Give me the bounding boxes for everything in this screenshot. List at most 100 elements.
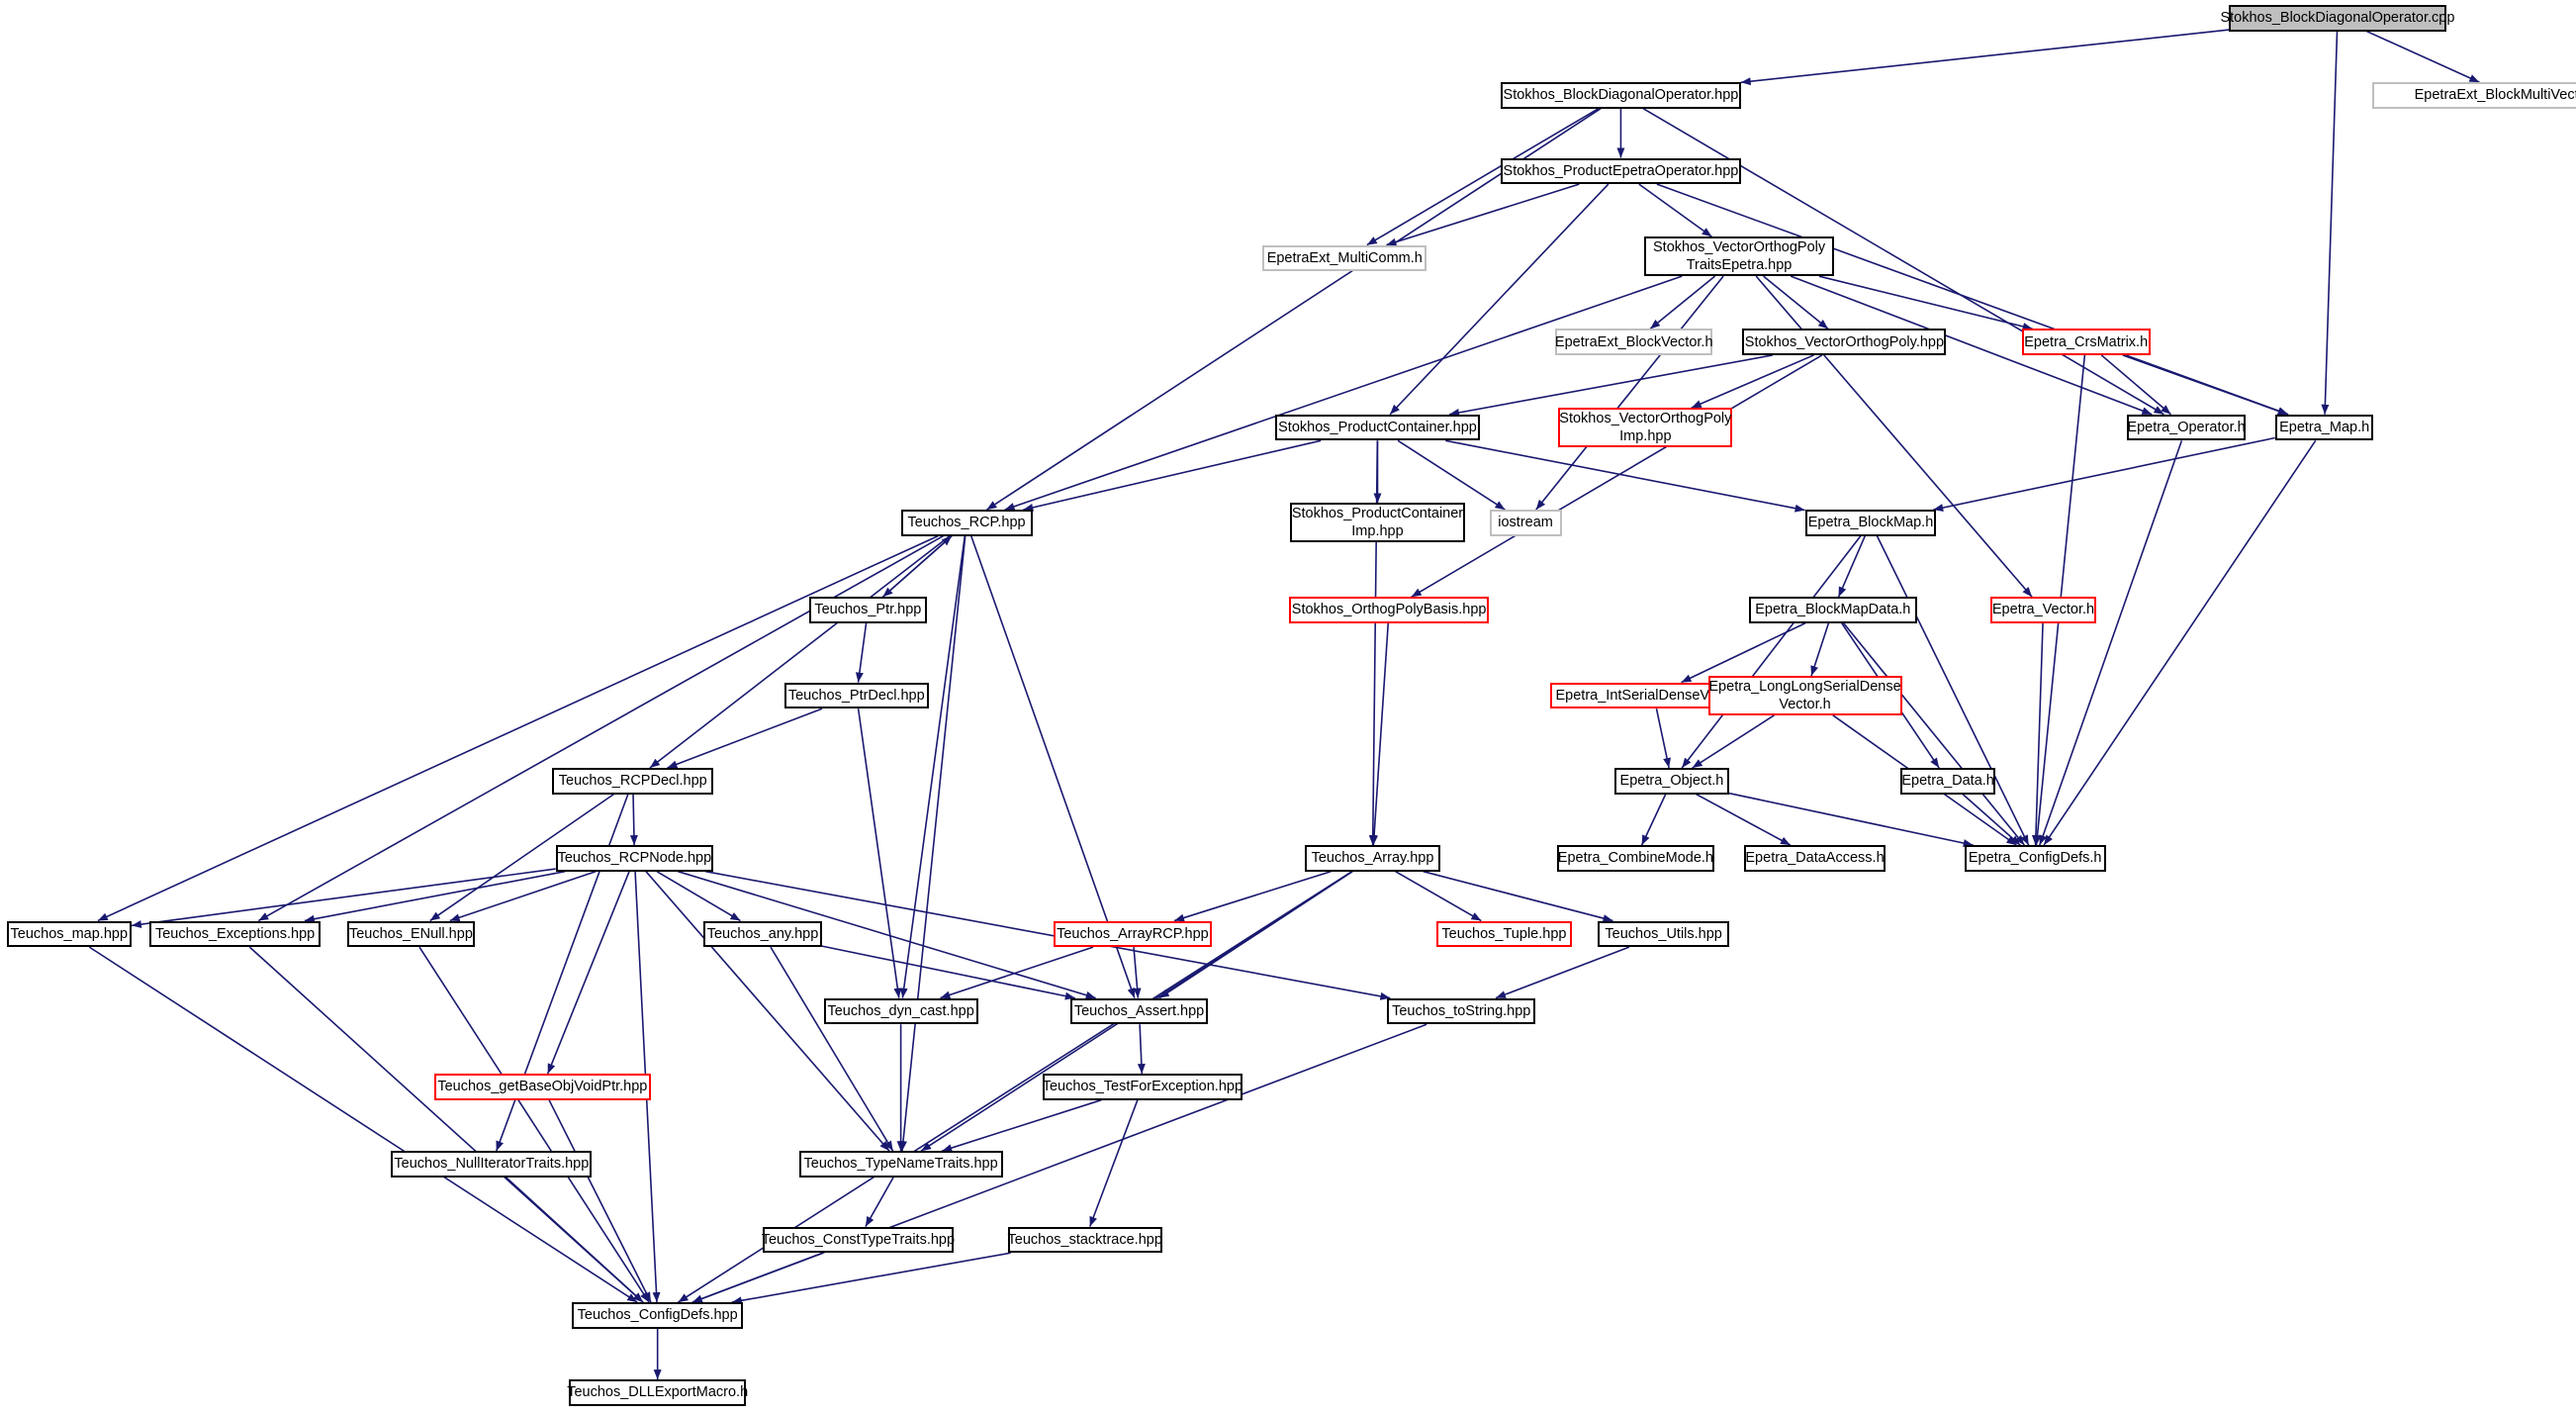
edge-enull-hpp-to-tconfig-hpp: [418, 946, 650, 1303]
node-pc-hpp[interactable]: Stokhos_ProductContainer.hpp: [1275, 414, 1480, 441]
edge-opb-hpp-to-array-hpp: [1370, 622, 1390, 846]
node-blockvector-h[interactable]: EpetraExt_BlockVector.h: [1555, 329, 1713, 355]
edge-vector-h-to-configdefs-h: [2031, 622, 2044, 846]
edge-array-hpp-to-tuple-hpp: [1395, 871, 1482, 922]
edge-bmd-h-to-llsdv-h: [1810, 622, 1830, 677]
node-ptr-hpp[interactable]: Teuchos_Ptr.hpp: [808, 597, 928, 623]
edge-vop-epetra-to-blockvector-h: [1649, 275, 1716, 330]
edge-object-h-to-configdefs-h: [1728, 792, 1974, 847]
node-exceptions-hpp[interactable]: Teuchos_Exceptions.hpp: [149, 920, 322, 948]
edge-rcpnode-hpp-to-getbase-hpp: [546, 871, 630, 1075]
edge-ptrdecl-hpp-to-rcpdecl-hpp: [667, 707, 823, 769]
edge-getbase-hpp-to-tconfig-hpp: [548, 1099, 652, 1303]
node-llsdv-h[interactable]: Epetra_LongLongSerialDense Vector.h: [1707, 675, 1902, 715]
edge-arrayrcp-hpp-to-assert-hpp: [1133, 947, 1142, 998]
edge-any-hpp-to-tnt-hpp: [770, 946, 894, 1152]
node-crsmatrix-h[interactable]: Epetra_CrsMatrix.h: [2021, 329, 2151, 355]
node-vop-epetra[interactable]: Stokhos_VectorOrthogPoly TraitsEpetra.hp…: [1643, 236, 1835, 277]
edge-tostring-hpp-to-tconfig-hpp: [691, 1023, 1427, 1303]
edge-vop-epetra-to-operator-h: [1790, 275, 2153, 416]
edge-root-to-map-h: [2321, 31, 2339, 415]
node-blockmap-h[interactable]: Epetra_BlockMap.h: [1804, 510, 1937, 536]
node-iostream[interactable]: iostream: [1489, 510, 1562, 536]
edge-blockmap-h-to-configdefs-h: [1876, 535, 2030, 846]
edge-pep-hpp-to-multicomm-h: [1386, 183, 1580, 246]
edge-root-to-bmv-h: [2366, 30, 2480, 83]
edge-vop-epetra-to-vector-h: [1755, 275, 2033, 598]
edge-operator-h-to-configdefs-h: [2039, 440, 2183, 846]
edge-map-h-to-configdefs-h: [2043, 439, 2317, 846]
node-stacktrace-hpp[interactable]: Teuchos_stacktrace.hpp: [1008, 1226, 1162, 1254]
node-map-h[interactable]: Epetra_Map.h: [2274, 414, 2374, 441]
edge-object-h-to-dataaccess-h: [1696, 793, 1792, 846]
node-map-hpp[interactable]: Teuchos_map.hpp: [6, 920, 132, 948]
node-bdo-hpp[interactable]: Stokhos_BlockDiagonalOperator.hpp: [1501, 82, 1741, 109]
edge-bdo-hpp-to-rcp-hpp: [985, 108, 1602, 511]
node-any-hpp[interactable]: Teuchos_any.hpp: [703, 920, 822, 948]
node-configdefs-h[interactable]: Epetra_ConfigDefs.h: [1964, 845, 2106, 872]
edge-rcp-hpp-to-tnt-hpp: [899, 535, 966, 1152]
edge-arrayrcp-hpp-to-dyncast-hpp: [940, 946, 1094, 999]
node-dataaccess-h[interactable]: Epetra_DataAccess.h: [1744, 845, 1886, 872]
edge-pep-hpp-to-pc-hpp: [1389, 183, 1610, 416]
node-rcpnode-hpp[interactable]: Teuchos_RCPNode.hpp: [555, 845, 714, 872]
node-utils-hpp[interactable]: Teuchos_Utils.hpp: [1598, 920, 1730, 948]
node-tuple-hpp[interactable]: Teuchos_Tuple.hpp: [1436, 920, 1572, 948]
node-pep-hpp[interactable]: Stokhos_ProductEpetraOperator.hpp: [1501, 157, 1741, 185]
edge-ptr-hpp-to-ptrdecl-hpp: [855, 622, 868, 683]
node-rcp-hpp[interactable]: Teuchos_RCP.hpp: [900, 510, 1033, 536]
edge-crsmatrix-h-to-operator-h: [2100, 354, 2171, 416]
node-assert-hpp[interactable]: Teuchos_Assert.hpp: [1069, 997, 1209, 1025]
edge-bmd-h-to-isdv-h: [1681, 622, 1806, 684]
node-enull-hpp[interactable]: Teuchos_ENull.hpp: [346, 920, 476, 948]
node-combinemode-h[interactable]: Epetra_CombineMode.h: [1556, 845, 1715, 872]
edge-tnt-hpp-to-ctt-hpp: [865, 1177, 894, 1228]
edge-llsdv-h-to-object-h: [1692, 714, 1775, 769]
node-bmv-h[interactable]: EpetraExt_BlockMultiVector.h: [2371, 82, 2576, 109]
edge-blockmap-h-to-object-h: [1681, 535, 1862, 769]
edge-pep-hpp-to-vop-epetra: [1638, 183, 1712, 237]
edge-rcpnode-hpp-to-enull-hpp: [449, 870, 597, 922]
node-dll-h[interactable]: Teuchos_DLLExportMacro.h: [567, 1379, 748, 1406]
node-vop-imp[interactable]: Stokhos_VectorOrthogPoly Imp.hpp: [1558, 408, 1733, 447]
edge-rcpnode-hpp-to-tostring-hpp: [705, 870, 1391, 1000]
node-opb-hpp[interactable]: Stokhos_OrthogPolyBasis.hpp: [1288, 597, 1490, 623]
node-data-h[interactable]: Epetra_Data.h: [1899, 768, 1996, 795]
node-tostring-hpp[interactable]: Teuchos_toString.hpp: [1387, 997, 1536, 1025]
edge-pc-hpp-to-array-hpp: [1368, 440, 1379, 846]
edge-rcp-hpp-to-map-hpp: [97, 534, 939, 922]
edge-vop-hpp-to-pc-hpp: [1448, 354, 1773, 417]
node-root[interactable]: Stokhos_BlockDiagonalOperator.cpp: [2220, 4, 2454, 32]
node-object-h[interactable]: Epetra_Object.h: [1613, 768, 1730, 795]
edge-rcpnode-hpp-to-assert-hpp: [678, 870, 1096, 999]
node-nit-hpp[interactable]: Teuchos_NullIteratorTraits.hpp: [391, 1151, 593, 1178]
edge-vop-epetra-to-crsmatrix-h: [1818, 275, 2033, 330]
node-bmd-h[interactable]: Epetra_BlockMapData.h: [1749, 597, 1917, 623]
node-ptrdecl-hpp[interactable]: Teuchos_PtrDecl.hpp: [783, 682, 929, 709]
node-arrayrcp-hpp[interactable]: Teuchos_ArrayRCP.hpp: [1054, 920, 1212, 948]
edge-isdv-h-to-object-h: [1655, 708, 1671, 769]
node-rcpdecl-hpp[interactable]: Teuchos_RCPDecl.hpp: [552, 768, 714, 795]
node-tconfig-hpp[interactable]: Teuchos_ConfigDefs.hpp: [572, 1302, 744, 1329]
node-tnt-hpp[interactable]: Teuchos_TypeNameTraits.hpp: [798, 1151, 1003, 1178]
node-operator-h[interactable]: Epetra_Operator.h: [2127, 414, 2246, 441]
edge-rcpnode-hpp-to-map-hpp: [131, 868, 556, 929]
node-multicomm-h[interactable]: EpetraExt_MultiComm.h: [1262, 244, 1427, 272]
node-vop-hpp[interactable]: Stokhos_VectorOrthogPoly.hpp: [1742, 329, 1947, 355]
node-array-hpp[interactable]: Teuchos_Array.hpp: [1305, 845, 1440, 872]
node-vector-h[interactable]: Epetra_Vector.h: [1990, 597, 2096, 623]
edge-root-to-bdo-hpp: [1740, 29, 2230, 86]
edge-array-hpp-to-arrayrcp-hpp: [1173, 870, 1332, 922]
edge-any-hpp-to-assert-hpp: [821, 945, 1075, 1000]
node-tfe-hpp[interactable]: Teuchos_TestForException.hpp: [1042, 1074, 1243, 1100]
edge-nit-hpp-to-tconfig-hpp: [505, 1177, 644, 1303]
edge-vop-epetra-to-vop-hpp: [1763, 275, 1829, 330]
node-ctt-hpp[interactable]: Teuchos_ConstTypeTraits.hpp: [762, 1226, 955, 1254]
node-pc-imp[interactable]: Stokhos_ProductContainer Imp.hpp: [1290, 503, 1465, 543]
edge-utils-hpp-to-tostring-hpp: [1495, 946, 1630, 999]
node-getbase-hpp[interactable]: Teuchos_getBaseObjVoidPtr.hpp: [433, 1074, 652, 1100]
edge-rcpnode-hpp-to-exceptions-hpp: [304, 870, 566, 923]
edge-map-hpp-to-tconfig-hpp: [88, 946, 638, 1303]
node-dyncast-hpp[interactable]: Teuchos_dyn_cast.hpp: [823, 997, 978, 1025]
